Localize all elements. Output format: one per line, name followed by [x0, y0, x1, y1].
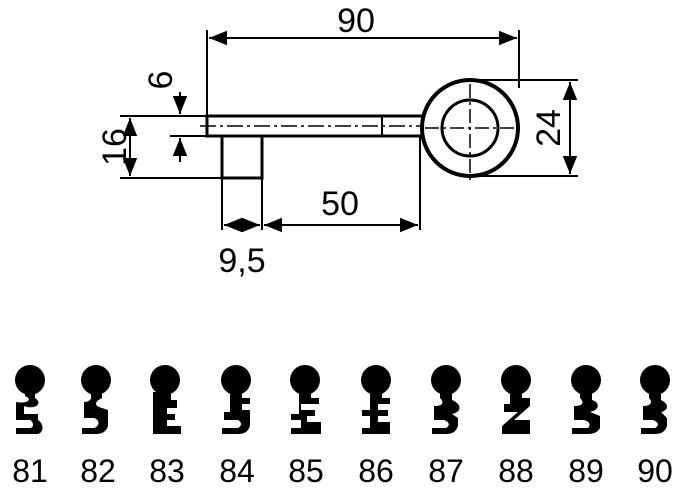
profile-label-83: 83: [149, 453, 185, 489]
profile-label-84: 84: [219, 453, 255, 489]
profile-label-81: 81: [12, 453, 48, 489]
profile-label-86: 86: [358, 453, 394, 489]
key-bit-profile-icon: [640, 365, 670, 434]
profile-label-82: 82: [80, 453, 116, 489]
profile-label-90: 90: [637, 453, 673, 489]
key-bit-profile-icon: [361, 365, 391, 434]
dim-label-24: 24: [530, 109, 568, 147]
key-bit-profile-icon: [501, 365, 531, 434]
profile-labels: 81 82 83 84 85 86 87 88 89 90: [12, 453, 673, 489]
dim-label-6: 6: [142, 71, 180, 90]
key-bit-profile-icon: [431, 365, 461, 434]
key-bit-profile-icon: [290, 365, 321, 434]
key-bit-profile-icon: [81, 365, 111, 434]
dim-label-90: 90: [337, 2, 375, 40]
key-bit-profile-icon: [221, 365, 251, 434]
key-technical-drawing: [120, 30, 578, 233]
key-bit-profile-icon: [150, 365, 181, 434]
profile-label-85: 85: [288, 453, 324, 489]
profile-label-87: 87: [428, 453, 464, 489]
profile-label-89: 89: [568, 453, 604, 489]
dim-label-16: 16: [96, 128, 134, 166]
dim-label-50: 50: [321, 185, 359, 223]
key-bit-profile-icon: [15, 365, 45, 434]
key-bit-profiles: [15, 365, 670, 434]
profile-label-88: 88: [498, 453, 534, 489]
key-bit-profile-icon: [571, 365, 601, 434]
dim-label-9-5: 9,5: [218, 242, 265, 280]
